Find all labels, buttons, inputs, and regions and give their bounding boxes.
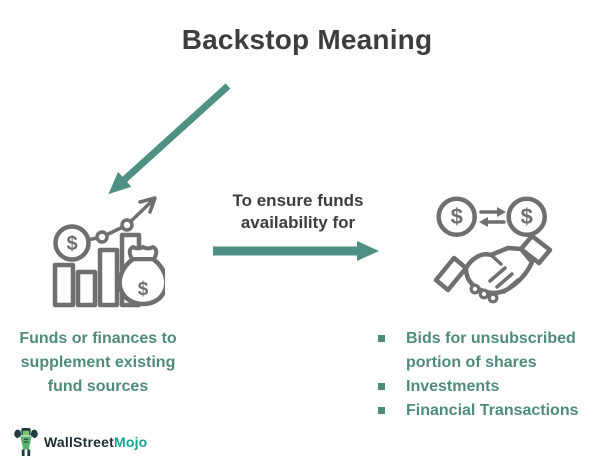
trend-line: [85, 198, 155, 242]
right-bullet-list: Bids for unsubscribed portion of shares …: [377, 327, 599, 423]
handshake-thumb: [489, 253, 503, 266]
trend-node: [95, 230, 109, 244]
coin-dollar-glyph: $: [521, 204, 533, 229]
square-bullet-icon: [378, 335, 385, 342]
exchange-arrowhead-right: [497, 207, 506, 217]
list-item-label: Bids for unsubscribed portion of shares: [406, 330, 576, 371]
connector-label-line2: availability for: [240, 213, 356, 232]
connector-label-line1: To ensure funds: [232, 191, 364, 210]
dollar-coin-icon: [506, 196, 547, 237]
list-item: Bids for unsubscribed portion of shares: [377, 327, 599, 375]
wallstreetmojo-logo: WallStreetMojo: [12, 424, 147, 460]
money-bag-knot: [127, 245, 159, 261]
wallstreetmojo-mascot-icon: [14, 428, 38, 456]
handshake-finger-line: [488, 266, 507, 283]
connector-label: To ensure funds availability for: [198, 190, 398, 234]
handshake-knuckle: [478, 288, 490, 300]
logo-wordmark-part2: Mojo: [113, 434, 148, 450]
left-caption-line3: fund sources: [47, 378, 149, 395]
handshake-left-sleeve: [433, 255, 469, 293]
bar-chart-bar: [97, 247, 120, 308]
dollar-coin-icon: [436, 196, 477, 237]
dollar-coin-icon: [53, 224, 91, 262]
square-bullet-icon: [378, 407, 385, 414]
list-item-label: Financial Transactions: [406, 402, 579, 419]
coin-dollar-glyph: $: [66, 233, 77, 255]
left-caption-line1: Funds or finances to: [19, 330, 177, 347]
trend-arrowhead: [138, 196, 157, 214]
square-bullet-icon: [378, 383, 385, 390]
growth-chart-money-bag-icon: $ $: [52, 196, 165, 308]
list-item-label: Investments: [406, 378, 500, 395]
handshake-finger-line: [502, 278, 520, 294]
list-item: Investments: [377, 375, 599, 399]
coin-dollar-glyph: $: [451, 204, 463, 229]
handshake-knuckle: [469, 283, 481, 295]
handshake-finger-line: [495, 272, 514, 289]
handshake-knuckle: [487, 292, 499, 304]
bag-dollar-glyph: $: [138, 279, 149, 300]
handshake-currency-exchange-icon: $ $: [433, 196, 553, 304]
exchange-arrowhead-left: [479, 217, 488, 227]
page-title: Backstop Meaning: [181, 24, 433, 55]
logo-wordmark: WallStreetMojo: [44, 434, 147, 450]
bar-chart-bar: [52, 262, 76, 308]
bar-chart-bar: [75, 269, 98, 308]
money-bag-icon: [117, 256, 165, 307]
diagonal-arrow: [108, 83, 231, 195]
trend-node: [120, 218, 134, 232]
left-caption-line2: supplement existing: [20, 354, 176, 371]
list-item: Financial Transactions: [377, 399, 599, 423]
logo-wordmark-part1: WallStreet: [44, 434, 114, 450]
left-caption: Funds or finances to supplement existing…: [8, 327, 188, 399]
